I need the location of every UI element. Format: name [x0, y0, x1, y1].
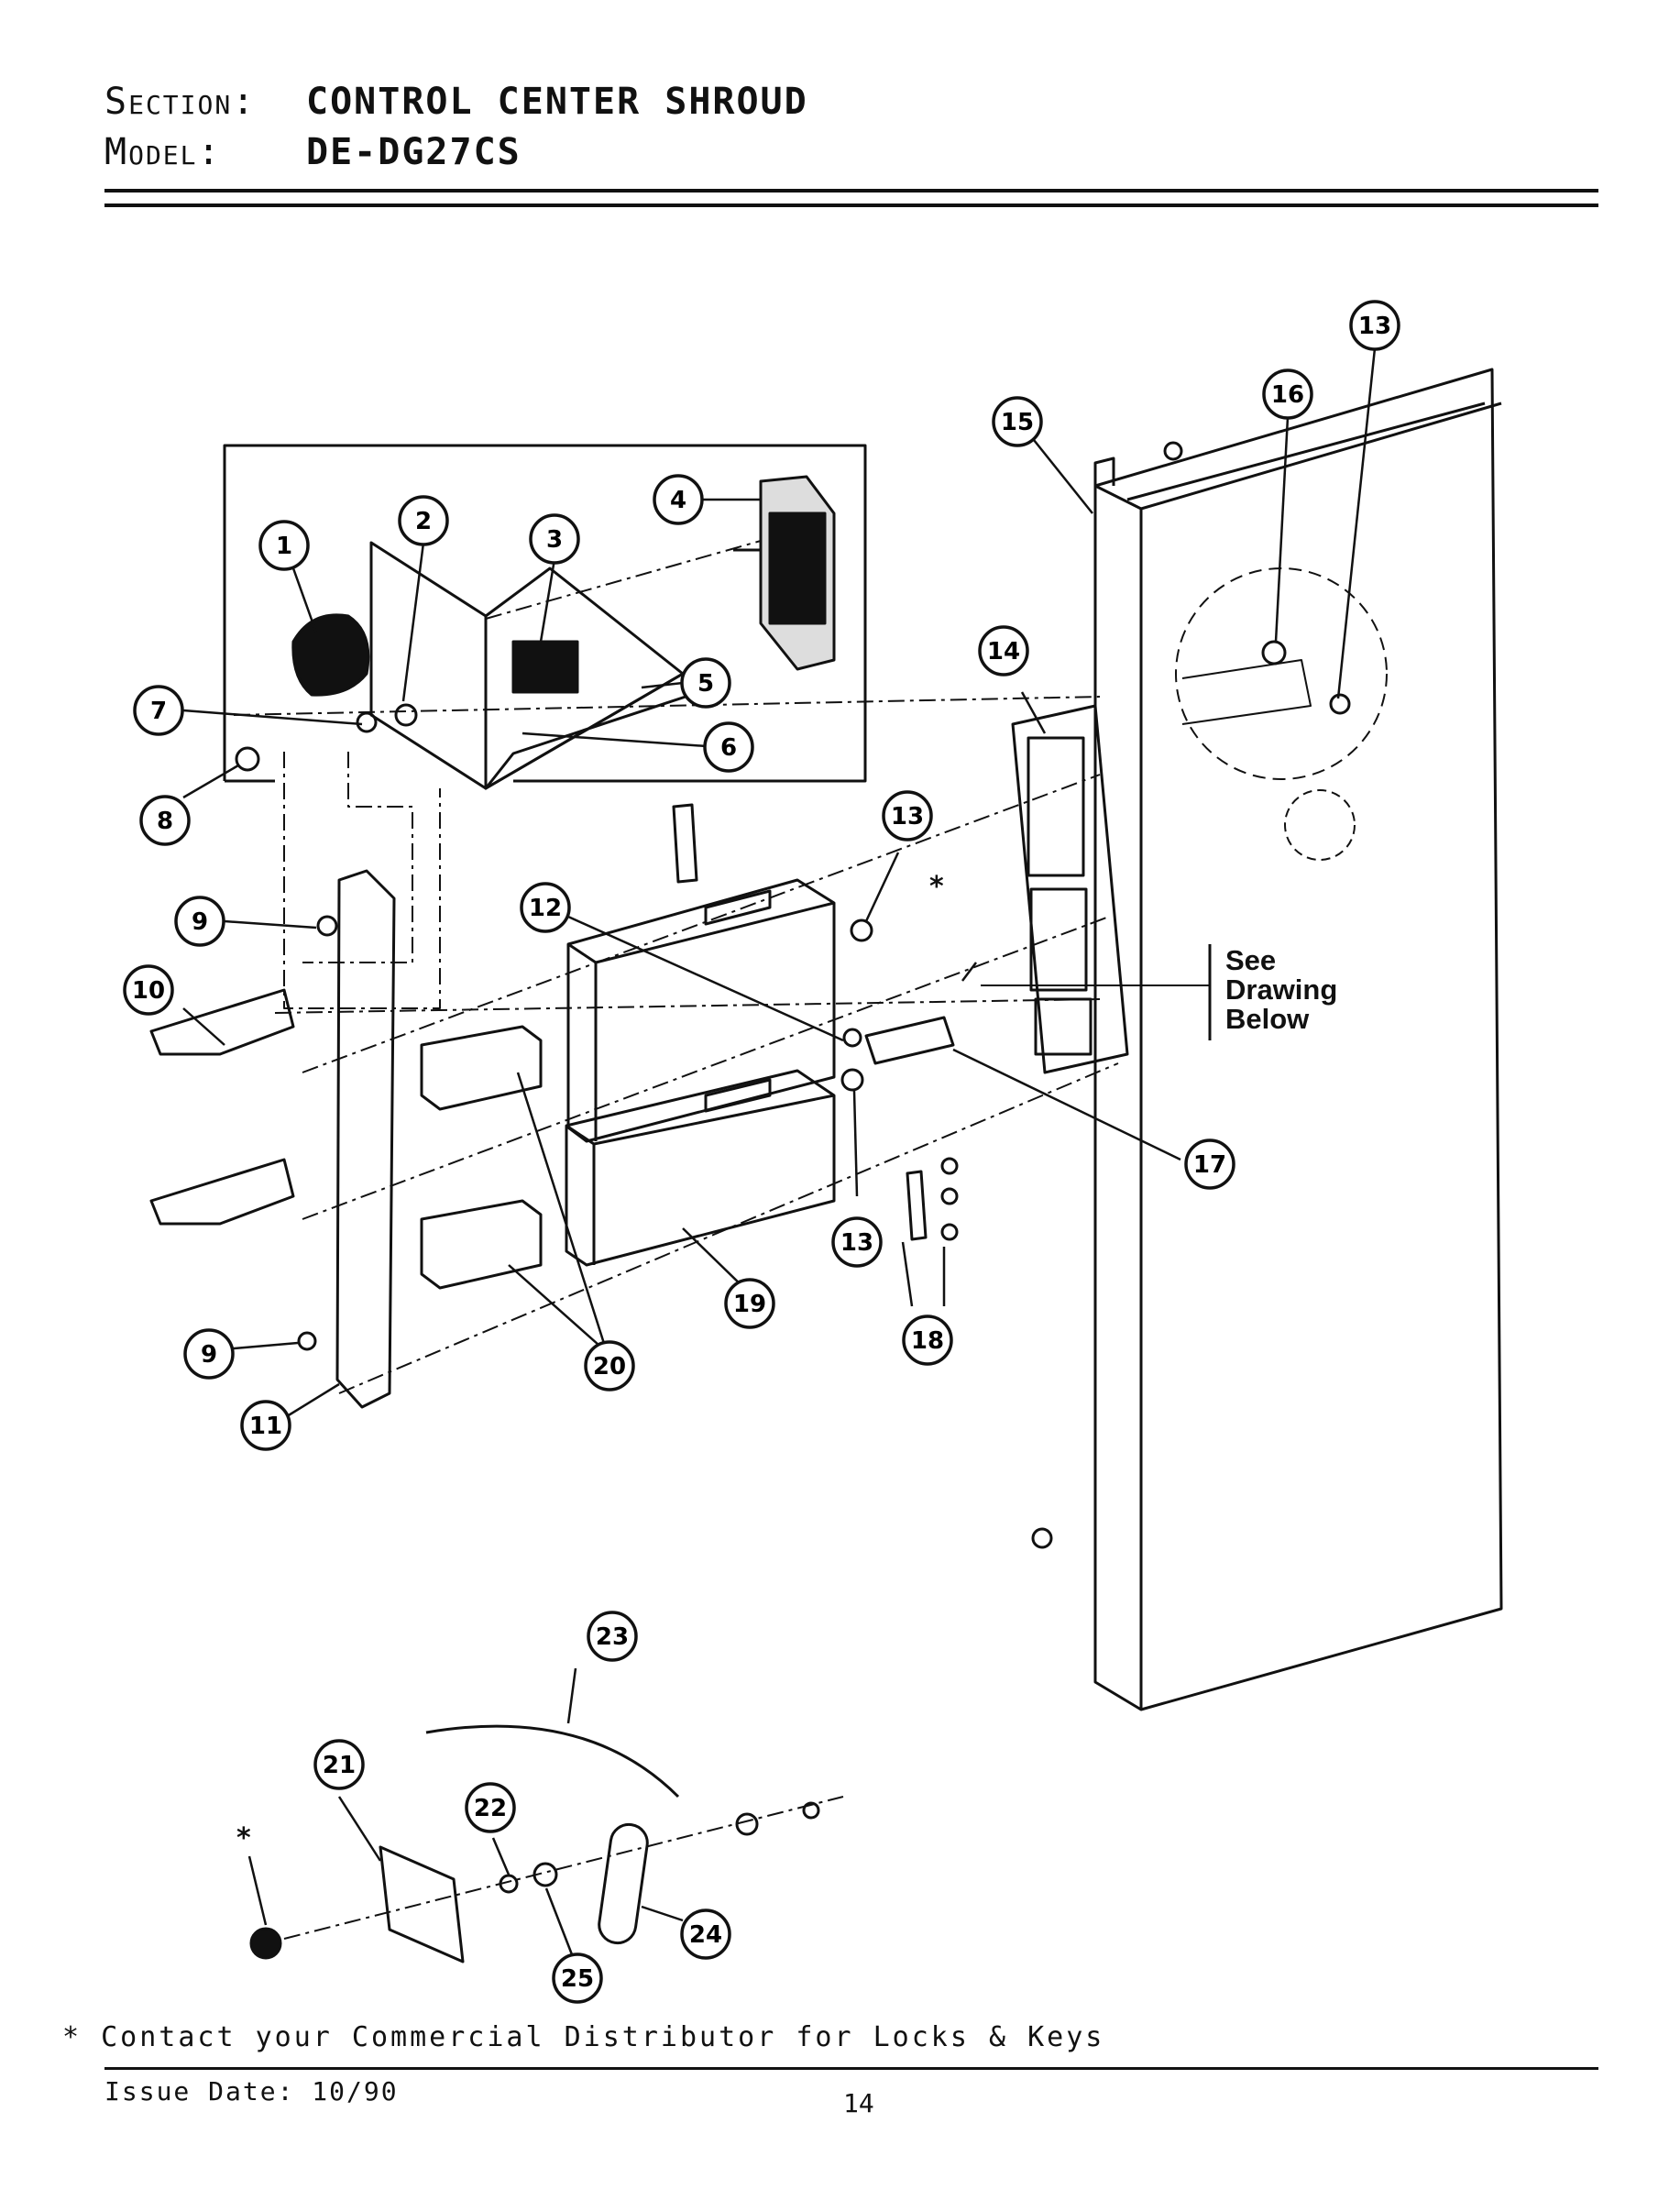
callout-label: 11: [249, 1413, 282, 1440]
detail-circle: [1175, 567, 1388, 780]
callout-4: 4: [653, 474, 704, 525]
footnote: * Contact your Commercial Distributor fo…: [62, 2021, 1105, 2053]
callout-label: 13: [840, 1229, 873, 1257]
callout-label: 16: [1271, 381, 1304, 409]
callout-25: 25: [552, 1952, 603, 2004]
callout-label: 14: [987, 638, 1020, 666]
callout-label: 7: [150, 698, 167, 725]
callout-label: 13: [891, 803, 924, 830]
page-number: 14: [843, 2088, 874, 2118]
callout-12: 12: [520, 882, 571, 933]
callout-13: 13: [1349, 300, 1400, 351]
callout-label: 20: [593, 1353, 626, 1380]
callout-22: 22: [465, 1782, 516, 1833]
callout-6: 6: [703, 721, 754, 773]
callout-18: 18: [902, 1314, 953, 1366]
cam-part: [598, 1822, 649, 1945]
cable-part: [425, 1724, 680, 1798]
model-value: DE-DG27CS: [306, 131, 522, 173]
coin-box-lower: [420, 1199, 543, 1290]
callout-3: 3: [529, 513, 580, 565]
bracket-part: [864, 1016, 955, 1065]
callout-label: 9: [201, 1341, 217, 1369]
coin-box-upper: [420, 1025, 543, 1111]
callout-19: 19: [724, 1278, 775, 1329]
lock-cylinder: [249, 1927, 282, 1960]
callout-23: 23: [587, 1611, 638, 1662]
callout-16: 16: [1262, 368, 1313, 420]
callout-8: 8: [139, 795, 191, 846]
callout-label: 15: [1001, 409, 1034, 436]
callout-15: 15: [992, 396, 1043, 447]
callout-label: 8: [157, 808, 173, 835]
asterisk-marker-cylinder: *: [236, 1822, 251, 1854]
issue-date: Issue Date: 10/90: [104, 2076, 399, 2106]
see-note-line1: See: [1225, 944, 1277, 976]
switch-part: [511, 640, 579, 694]
callout-17: 17: [1184, 1138, 1235, 1190]
callout-label: 12: [529, 895, 562, 922]
asterisk-marker-lock: *: [929, 871, 944, 903]
callout-5: 5: [680, 657, 731, 709]
callout-label: 17: [1193, 1151, 1226, 1179]
model-label: Model:: [104, 131, 222, 173]
callout-11: 11: [240, 1400, 291, 1451]
callout-1: 1: [258, 520, 310, 571]
callout-label: 22: [474, 1795, 507, 1822]
callout-label: 24: [689, 1921, 722, 1949]
callout-20: 20: [584, 1340, 635, 1392]
callout-label: 4: [670, 487, 686, 514]
section-value: CONTROL CENTER SHROUD: [306, 81, 808, 123]
callout-9: 9: [183, 1328, 235, 1380]
callout-label: 6: [720, 734, 737, 762]
see-note-line2: Drawing: [1225, 974, 1338, 1006]
callout-2: 2: [398, 495, 449, 546]
footer-rule: [104, 2067, 1598, 2070]
lower-hopper: [565, 1069, 836, 1267]
callout-9: 9: [174, 896, 225, 947]
callout-13: 13: [882, 790, 933, 842]
callout-label: 5: [697, 670, 714, 698]
callout-21: 21: [313, 1739, 365, 1790]
model-header: Model: DE-DG27CS: [104, 131, 522, 173]
section-header: Section: CONTROL CENTER SHROUD: [104, 81, 808, 123]
callout-label: 21: [323, 1752, 356, 1779]
header-rule-bottom: [104, 204, 1598, 207]
strip-part: [672, 803, 698, 884]
header-rule-top: [104, 189, 1598, 192]
slide-plate: [335, 869, 396, 1409]
callout-label: 3: [546, 526, 563, 554]
callout-label: 19: [733, 1291, 766, 1318]
callout-7: 7: [133, 685, 184, 736]
callout-label: 13: [1358, 313, 1391, 340]
upper-hopper: [566, 878, 836, 1143]
callout-13: 13: [831, 1216, 883, 1268]
coin-slide-upper: [149, 988, 295, 1056]
callout-label: 9: [192, 908, 208, 936]
lock-plate: [379, 1845, 465, 1964]
timer-bracket: [369, 541, 488, 790]
mount-rack: [1011, 704, 1129, 1074]
coin-slide-lower: [149, 1158, 295, 1226]
see-drawing-note: See Drawing Below: [1225, 946, 1337, 1034]
shroud-panel: [1093, 368, 1503, 1711]
timer-inset-box: [223, 444, 867, 783]
callout-label: 2: [415, 508, 432, 535]
callout-14: 14: [978, 625, 1029, 676]
callout-10: 10: [123, 964, 174, 1016]
knob-part: [291, 613, 370, 697]
section-label: Section:: [104, 81, 257, 123]
callout-label: 18: [911, 1327, 944, 1355]
callout-label: 1: [276, 533, 292, 560]
callout-24: 24: [680, 1908, 731, 1960]
callout-label: 10: [132, 977, 165, 1005]
plate-part: [906, 1170, 928, 1241]
callout-label: 23: [596, 1623, 629, 1651]
callout-label: 25: [561, 1965, 594, 1993]
see-note-line3: Below: [1225, 1003, 1310, 1035]
